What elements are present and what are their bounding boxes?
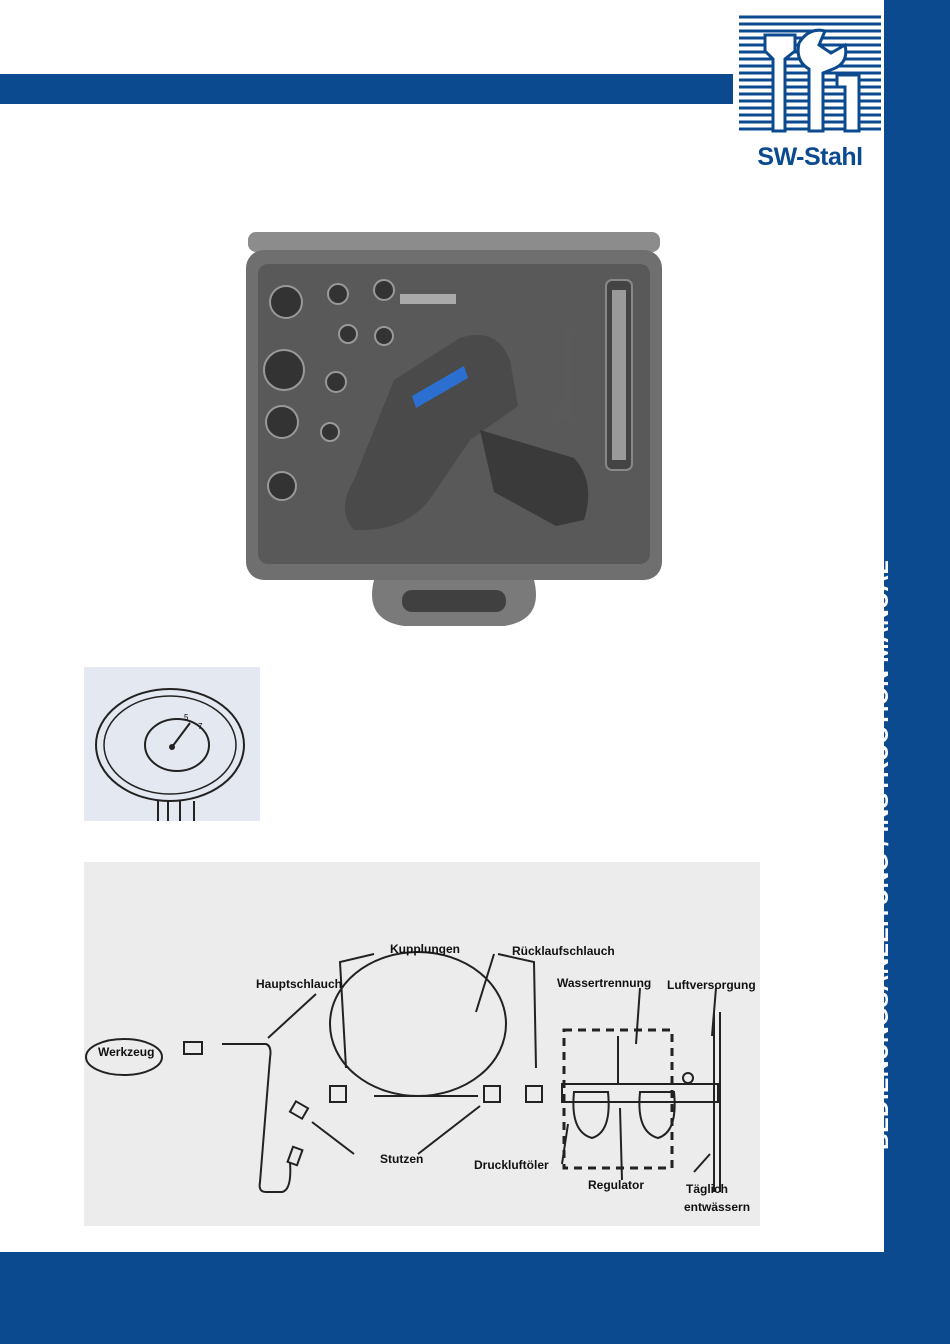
gauge-label-7: 7 bbox=[198, 722, 203, 731]
label-wassertrennung: Wassertrennung bbox=[557, 976, 651, 990]
air-system-lines bbox=[84, 862, 760, 1226]
label-regulator: Regulator bbox=[588, 1178, 644, 1192]
manual-title: BEDIENUNGSANLEITUNG / INSTRUCTION MANUAL bbox=[860, 552, 900, 1252]
footer-bar bbox=[0, 1252, 950, 1344]
label-druckluftoeler: Druckluftöler bbox=[474, 1158, 549, 1172]
brand-name: SW-Stahl bbox=[737, 143, 883, 172]
label-werkzeug: Werkzeug bbox=[98, 1045, 154, 1059]
label-entwaessern: entwässern bbox=[684, 1200, 750, 1214]
sw-stahl-logo: SW-Stahl bbox=[737, 13, 883, 173]
pressure-gauge-illustration: 5 7 bbox=[84, 667, 260, 821]
gauge-label-5: 5 bbox=[184, 713, 189, 722]
label-stutzen: Stutzen bbox=[380, 1152, 423, 1166]
label-taeglich: Täglich bbox=[686, 1182, 728, 1196]
product-photo bbox=[244, 230, 664, 640]
label-kupplungen: Kupplungen bbox=[390, 942, 460, 956]
label-ruecklaufschlauch: Rücklaufschlauch bbox=[512, 944, 615, 958]
wrench-logo-icon bbox=[737, 13, 883, 143]
label-luftversorgung: Luftversorgung bbox=[667, 978, 756, 992]
header-bar bbox=[0, 74, 733, 104]
label-hauptschlauch: Hauptschlauch bbox=[256, 977, 342, 991]
air-system-diagram: Kupplungen Rücklaufschlauch Hauptschlauc… bbox=[84, 862, 760, 1226]
